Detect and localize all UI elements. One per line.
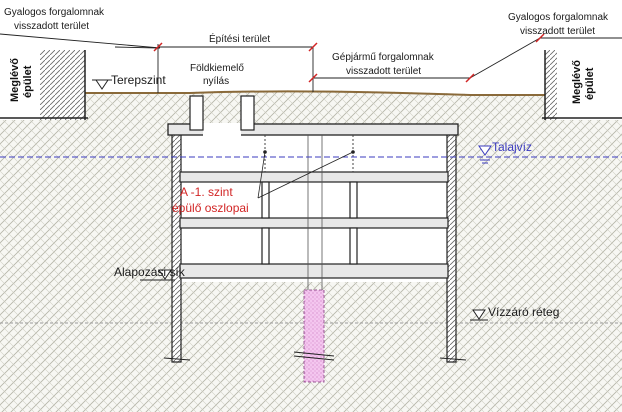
existing-building-left [0, 50, 88, 120]
pedestrian-left-label-2: visszadott terület [14, 21, 89, 32]
foundation-level-label: Alapozási sík [114, 265, 186, 279]
existing-building-left-label-2: épület [22, 65, 34, 98]
ground-level-marker [92, 79, 112, 90]
ground-surface-line [85, 90, 545, 96]
central-axis [307, 135, 323, 290]
impermeable-layer-marker [470, 309, 488, 321]
vehicle-area-label-2: visszadott terület [346, 66, 421, 77]
ground-level-label: Terepszint [111, 73, 166, 87]
excavation-pit [180, 134, 448, 282]
existing-building-right-label-2: épület [584, 67, 596, 100]
vehicle-area-label-1: Gépjármű forgalomnak [332, 52, 435, 63]
diaphragm-wall-left [171, 131, 182, 363]
foundation-level-marker [140, 269, 175, 281]
columns-label-2: épülő oszlopai [172, 201, 249, 215]
earth-removal-label-1: Földkiemelő [190, 63, 244, 74]
impermeable-layer-label: Vízzáró réteg [488, 305, 559, 319]
slab-level-1 [179, 171, 449, 183]
diaphragm-wall-right [446, 131, 457, 363]
wall-break-marks [163, 357, 467, 361]
bored-pile [303, 289, 325, 383]
dimension-lines [0, 33, 622, 93]
columns [261, 181, 358, 265]
pedestrian-right-label-1: Gyalogos forgalomnak [508, 12, 609, 23]
earth-removal-label-2: nyílás [203, 76, 229, 87]
pedestrian-right-label-2: visszadott terület [520, 26, 595, 37]
dimension-ticks [153, 33, 545, 83]
foundation-slab [179, 263, 449, 279]
earth-removal-opening [189, 95, 255, 131]
groundwater-marker [478, 145, 492, 164]
slab-level-2 [179, 217, 449, 229]
columns-label-1: A -1. szint [180, 185, 233, 199]
existing-building-right-label-1: Meglévő [571, 60, 583, 104]
existing-building-right [542, 50, 622, 120]
construction-area-label: Építési terület [209, 32, 270, 45]
existing-building-left-label-1: Meglévő [9, 58, 21, 102]
top-slab [167, 123, 459, 136]
groundwater-label: Talajvíz [492, 140, 532, 154]
columns-leader-lines [257, 151, 354, 199]
pile-break-mark [293, 351, 335, 361]
pedestrian-left-label-1: Gyalogos forgalomnak [4, 7, 105, 18]
